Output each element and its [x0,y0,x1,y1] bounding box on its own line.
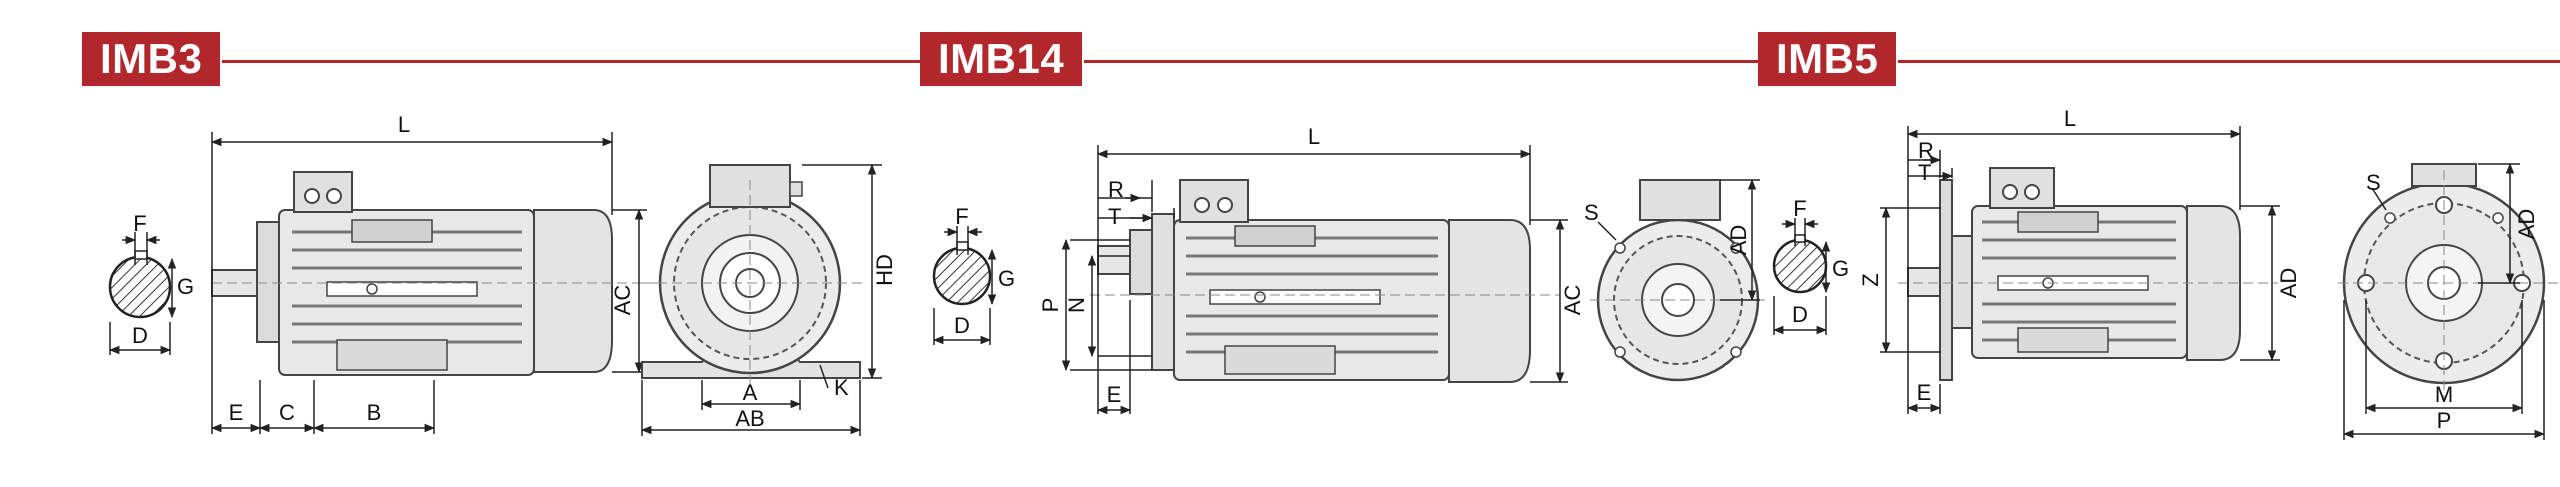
motor-side-view [1898,167,2278,381]
dim-e: E [1107,382,1122,407]
side-dimensions [1880,126,2280,414]
dim-k: K [834,375,849,400]
dim-t: T [1918,160,1931,185]
dim-b: B [367,400,382,425]
dim-m: M [2435,382,2453,407]
dim-g: G [998,266,1015,291]
motor-side-view [211,171,682,376]
dim-s: S [2366,170,2381,195]
section-title: IMB5 [1758,32,1897,86]
dim-ad-front: AD [2514,209,2539,240]
section-imb3: IMB3 F G D [82,0,932,487]
dim-g: G [1832,256,1849,281]
dim-l: L [1308,124,1320,149]
dim-hd: HD [872,254,897,286]
dim-c: C [279,400,295,425]
side-dimensions [210,132,647,434]
imb14-drawing: F G D [932,124,1765,415]
dim-d: D [1792,302,1808,327]
shaft-section: F G D [932,204,1015,345]
dim-ac: AC [610,285,635,316]
dim-t: T [1108,204,1121,229]
dim-z: Z [1858,273,1883,286]
dim-s: S [1584,200,1599,225]
dim-r: R [1108,177,1124,202]
dim-d: D [954,313,970,338]
header-rule [222,59,932,63]
front-dimensions [640,163,882,436]
dim-ab: AB [735,406,764,431]
header-rule [1084,59,1770,63]
imb3-drawing: F G D [108,112,897,436]
dim-e: E [229,400,244,425]
shaft-section: F G D [1772,196,1849,335]
section-header: IMB3 [82,32,932,86]
dim-ad-side: AD [2276,268,2301,299]
dim-g: G [177,274,194,299]
section-header: IMB14 [920,32,1770,86]
section-title: IMB3 [82,32,221,86]
front-dimensions [1597,178,1760,302]
dim-ad: AD [1726,225,1751,256]
dim-f: F [133,211,146,236]
imb5-drawing: F G D [1772,106,2558,440]
dim-ac: AC [1560,285,1585,316]
motor-front-view [2338,163,2558,400]
dim-a: A [743,380,758,405]
dim-l: L [398,112,410,137]
motor-front-view [641,164,862,390]
dim-d: D [132,323,148,348]
dim-f: F [955,204,968,229]
dim-r: R [1918,138,1934,163]
dim-p: P [2437,408,2452,433]
dim-l: L [2064,106,2076,131]
dim-f: F [1793,196,1806,221]
section-title: IMB14 [920,32,1083,86]
section-header: IMB5 [1758,32,2560,86]
side-dimensions [1061,145,1568,415]
motor-front-view [1590,179,1765,382]
motor-side-view [1090,179,1560,383]
section-imb5: IMB5 F G D [1758,0,2560,487]
header-rule [1898,59,2560,63]
front-dimensions [2342,162,2546,440]
shaft-section: F G D [108,211,194,355]
dim-n: N [1064,297,1089,313]
section-imb14: IMB14 F G D [920,0,1770,487]
dim-p: P [1038,298,1063,313]
dim-e: E [1917,380,1932,405]
